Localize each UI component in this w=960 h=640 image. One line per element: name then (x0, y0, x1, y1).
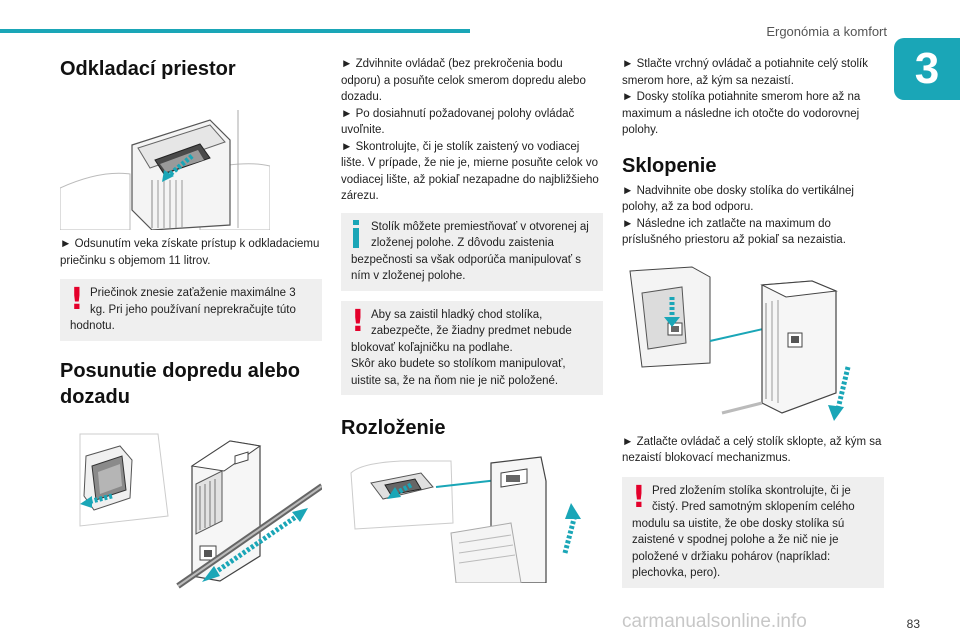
column-2: ► Zdvihnite ovládač (bez prekročenia bod… (341, 56, 603, 583)
unfold-instructions-2: ► Dosky stolíka potiahnite smerom hore a… (622, 91, 861, 136)
watermark: carmanualsonline.info (622, 611, 807, 632)
armrest-storage-illustration (60, 110, 270, 230)
column-3: ► Stlačte vrchný ovládač a potiahnite ce… (622, 56, 884, 588)
slide-instructions-1: ► Zdvihnite ovládač (bez prekročenia bod… (341, 58, 586, 103)
info-note-move: Stolík môžete premiestňovať v otvorenej … (341, 212, 603, 291)
warning-note-rail: ! Aby sa zaistil hladký chod stolíka, za… (341, 300, 603, 395)
info-i-icon (353, 219, 359, 248)
fold-table-illustration (629, 265, 851, 421)
slide-instructions-2: ► Po dosiahnutí požadovanej polohy ovlád… (341, 107, 575, 137)
unfold-instructions-1: ► Stlačte vrchný ovládač a potiahnite ce… (622, 58, 868, 87)
fold-instructions-1: ► Nadvihnite obe dosky stolíka do vertik… (622, 184, 854, 214)
storage-paragraph: ► Odsunutím veka získate prístup k odkla… (60, 238, 320, 267)
page-number: 83 (906, 617, 920, 631)
warning-exclamation-icon: ! (632, 479, 646, 515)
section-title: Ergonómia a komfort (766, 24, 887, 39)
slide-instructions-3: ► Skontrolujte, či je stolík zaistený vo… (341, 140, 599, 203)
fold-instructions-3: ► Zatlačte ovládač a celý stolík sklopte… (622, 435, 882, 465)
heading-storage: Odkladací priestor (60, 58, 236, 80)
unfold-table-illustration (350, 456, 581, 583)
warning-note-fold: ! Pred zložením stolíka skontrolujte, či… (622, 476, 884, 588)
heading-slide: Posunutie dopredu alebo dozadu (60, 359, 301, 408)
header-accent-bar (0, 29, 470, 33)
warning-exclamation-icon: ! (351, 303, 365, 339)
warning-exclamation-icon: ! (70, 282, 84, 317)
heading-unfold: Rozloženie (341, 417, 446, 439)
column-1: Odkladací priestor ► Odsunutím veka získ… (60, 56, 322, 596)
chapter-badge: 3 (894, 38, 960, 100)
slide-rail-illustration (79, 433, 322, 588)
warning-note-load: ! Priečinok znesie zaťaženie maximálne 3… (60, 279, 322, 341)
heading-fold: Sklopenie (622, 154, 717, 177)
fold-instructions-2: ► Následne ich zatlačte na maximum do pr… (622, 217, 846, 247)
